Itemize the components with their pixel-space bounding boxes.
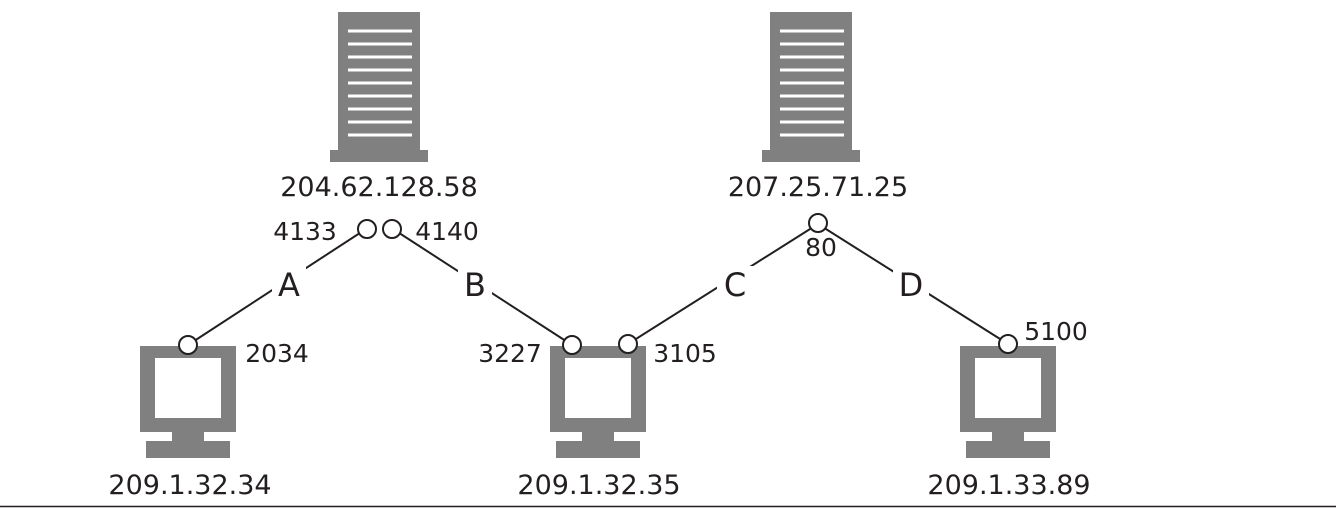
port-label: 2034 [245, 339, 309, 368]
server-slats [780, 29, 844, 137]
computer-icon [550, 346, 646, 458]
socket-client2-c [618, 334, 638, 354]
socket-client1 [178, 335, 198, 355]
socket-server1-a [357, 219, 377, 239]
client-ip-label: 209.1.32.35 [517, 470, 680, 501]
server-icon [330, 12, 428, 162]
server-ip-label: 207.25.71.25 [728, 172, 908, 203]
port-label: 3105 [653, 339, 717, 368]
connection-label-c: C [724, 266, 746, 304]
socket-server1-b [382, 219, 402, 239]
connection-label-a: A [278, 266, 300, 304]
computer-icon [140, 346, 236, 458]
port-label: 4133 [273, 217, 337, 246]
client-ip-label: 209.1.33.89 [927, 470, 1090, 501]
client-ip-label: 209.1.32.34 [108, 470, 271, 501]
socket-client3 [998, 334, 1018, 354]
connection-label-b: B [464, 266, 486, 304]
server-slats [348, 29, 412, 137]
socket-client2-b [562, 335, 582, 355]
port-label: 4140 [415, 217, 479, 246]
server-icon [762, 12, 860, 162]
port-label: 80 [805, 233, 837, 262]
socket-server2 [808, 213, 828, 233]
port-label: 3227 [478, 339, 542, 368]
sockets [178, 213, 1018, 355]
port-label: 5100 [1024, 317, 1088, 346]
server-ip-label: 204.62.128.58 [280, 172, 478, 203]
connection-label-d: D [899, 266, 924, 304]
computer-icon [960, 346, 1056, 458]
